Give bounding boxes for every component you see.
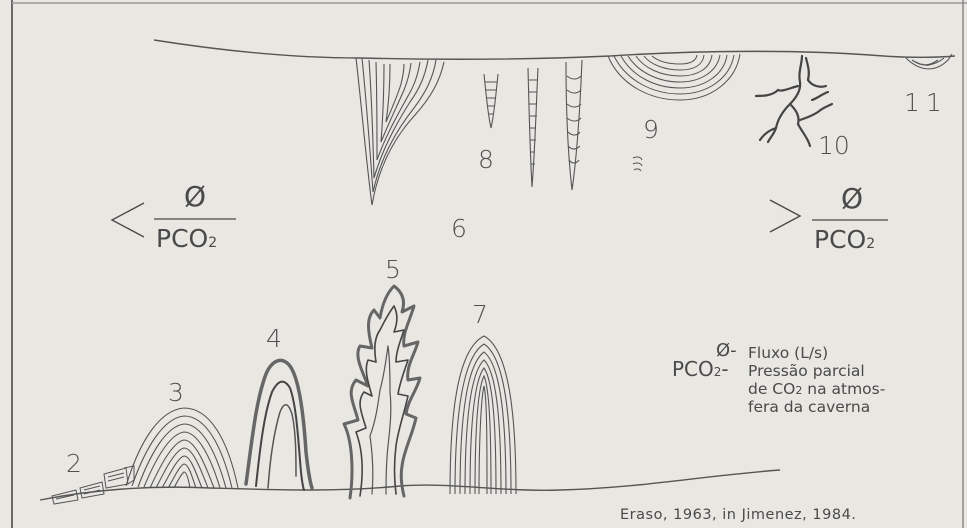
label-6: 6 xyxy=(451,216,467,241)
label-4: 4 xyxy=(266,326,282,351)
label-2: 2 xyxy=(66,451,82,476)
label-5: 5 xyxy=(385,257,401,282)
legend-pco2-line2: de CO2 na atmos- xyxy=(748,380,885,400)
label-10: 10 xyxy=(818,133,850,158)
right-ratio-denominator-base: PCO xyxy=(814,225,866,254)
legend-pco2-symbol-dash: - xyxy=(721,357,728,381)
label-11: 11 xyxy=(904,90,948,115)
label-7: 7 xyxy=(472,302,488,327)
label-9: 9 xyxy=(643,117,659,142)
legend-pco2-symbol: PCO2- xyxy=(672,360,729,381)
legend-pco2-line2-post: na atmos- xyxy=(802,380,885,398)
left-ratio-denominator-sub: 2 xyxy=(208,235,217,251)
legend-pco2-line3: fera da caverna xyxy=(748,398,870,416)
left-ratio-denominator-base: PCO xyxy=(156,224,208,253)
right-ratio-denominator: PCO2 xyxy=(814,227,875,252)
legend-flow-text: Fluxo (L/s) xyxy=(748,344,828,362)
right-ratio-numerator: Ø xyxy=(841,185,863,213)
left-ratio-numerator: Ø xyxy=(184,183,206,211)
legend-pco2-line1: Pressão parcial xyxy=(748,362,865,380)
right-ratio-denominator-sub: 2 xyxy=(866,236,875,252)
left-ratio-denominator: PCO2 xyxy=(156,226,217,251)
legend-pco2-symbol-base: PCO xyxy=(672,357,714,381)
source-credit: Eraso, 1963, in Jimenez, 1984. xyxy=(620,508,856,523)
legend-pco2-line2-pre: de CO xyxy=(748,380,795,398)
label-8: 8 xyxy=(478,147,494,172)
label-3: 3 xyxy=(168,380,184,405)
